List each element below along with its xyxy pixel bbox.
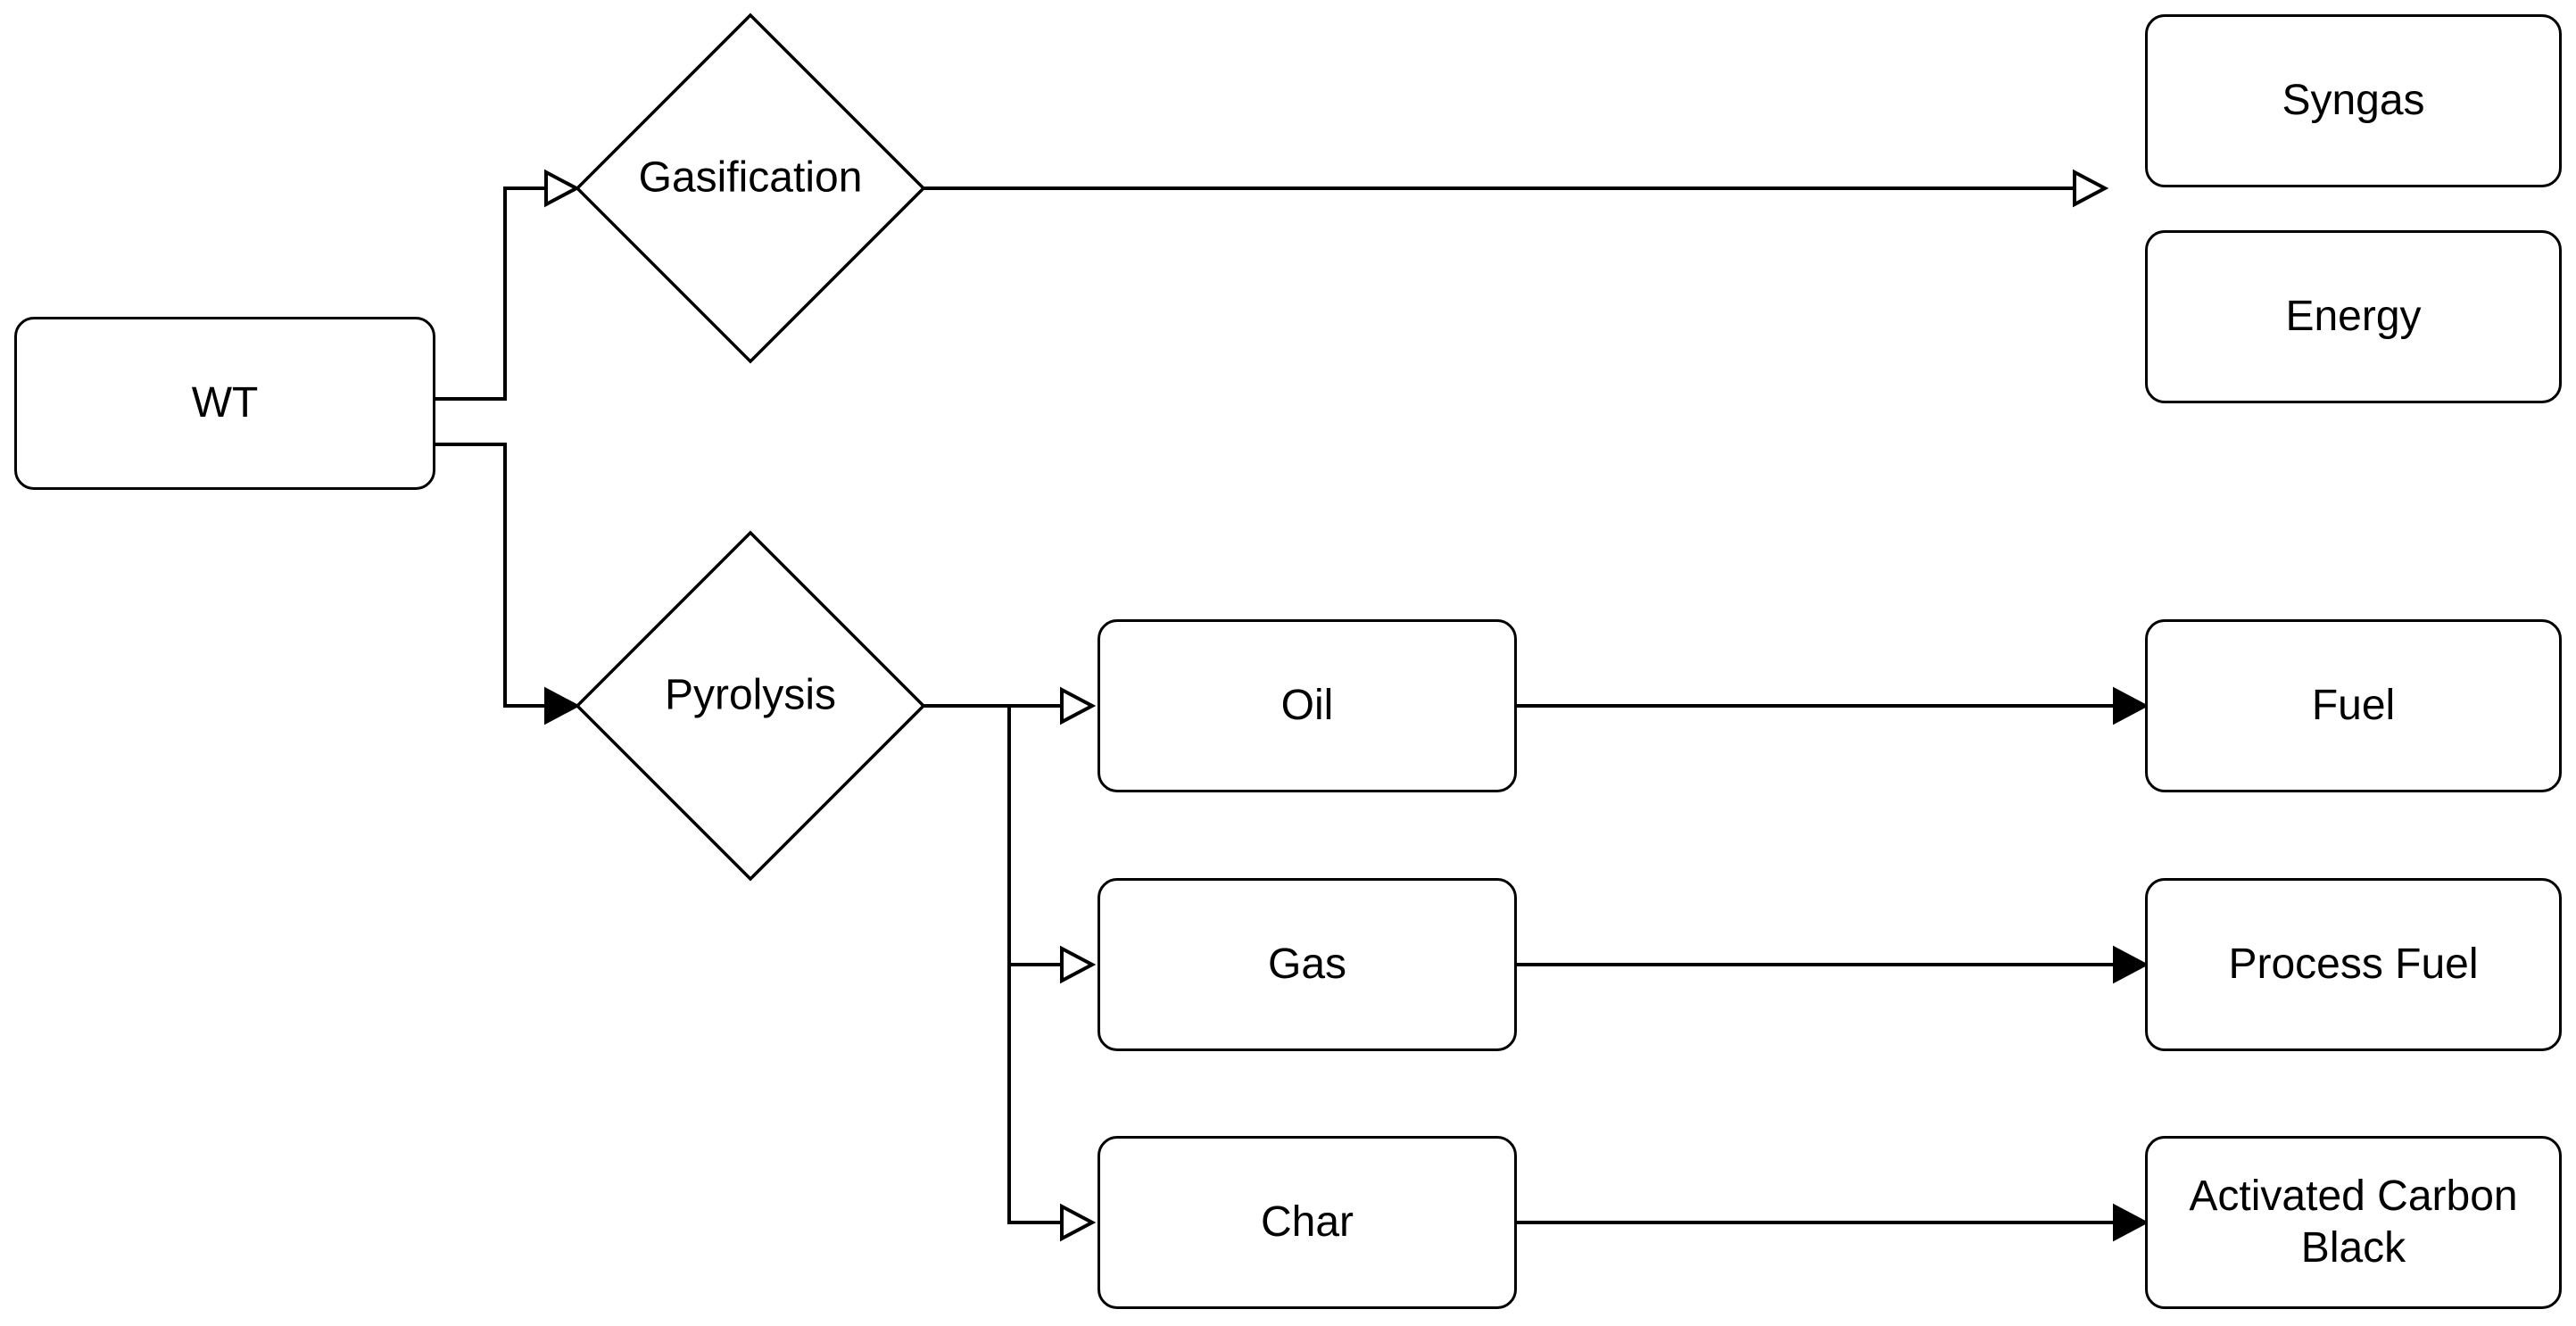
pyrolysis-diamond — [575, 530, 926, 882]
char-label: Char — [1260, 1198, 1354, 1247]
edge-wt-gasification — [435, 186, 546, 401]
fuel-node: Fuel — [2145, 619, 2562, 792]
edge-pyrolysis-branch — [1007, 706, 1062, 1224]
energy-node: Energy — [2145, 230, 2562, 403]
wt-label: WT — [191, 379, 259, 427]
gasification-diamond — [575, 12, 926, 364]
char-node: Char — [1097, 1136, 1517, 1309]
fuel-label: Fuel — [2311, 682, 2396, 730]
arrowhead-open-oil — [1060, 686, 1097, 725]
gas-label: Gas — [1267, 941, 1347, 989]
gas-node: Gas — [1097, 878, 1517, 1051]
activated-carbon-black-label: Activated Carbon Black — [2189, 1173, 2518, 1272]
arrowhead-open-syngas — [2073, 169, 2109, 208]
syngas-label: Syngas — [2282, 77, 2425, 125]
arrowhead-filled-activated-carbon — [2113, 1203, 2149, 1242]
activated-carbon-black-node: Activated Carbon Black — [2145, 1136, 2562, 1309]
arrowhead-open-char — [1060, 1203, 1097, 1242]
arrowhead-filled-fuel — [2113, 686, 2149, 725]
arrowhead-filled-pyrolysis — [544, 686, 581, 725]
wt-node: WT — [14, 317, 435, 490]
pyrolysis-label: Pyrolysis — [664, 671, 837, 719]
syngas-node: Syngas — [2145, 14, 2562, 187]
process-fuel-label: Process Fuel — [2228, 941, 2479, 989]
arrowhead-open-gas — [1060, 945, 1097, 984]
oil-label: Oil — [1280, 682, 1334, 730]
gasification-label: Gasification — [638, 153, 863, 202]
arrowhead-open-gasification — [544, 169, 581, 208]
energy-label: Energy — [2285, 293, 2422, 341]
arrowhead-filled-process-fuel — [2113, 945, 2149, 984]
process-fuel-node: Process Fuel — [2145, 878, 2562, 1051]
edge-wt-pyrolysis — [435, 443, 546, 708]
oil-node: Oil — [1097, 619, 1517, 792]
